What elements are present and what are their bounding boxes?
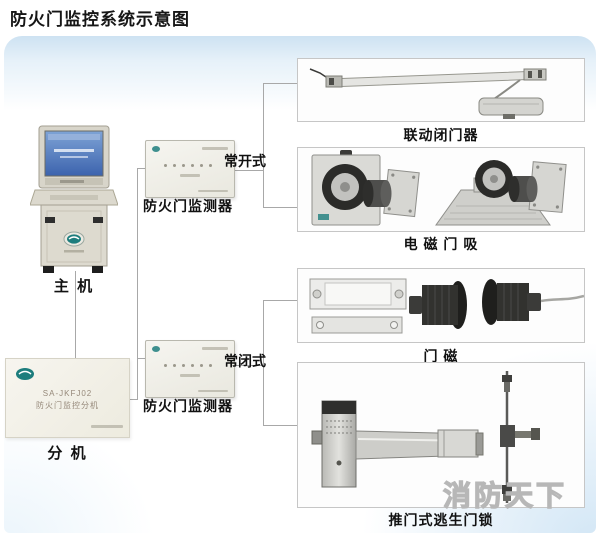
door-closer-caption: 联动闭门器	[403, 127, 479, 143]
monitor-button	[180, 374, 200, 377]
connector-host-to-extension	[75, 271, 76, 358]
monitor-button	[180, 174, 200, 177]
connector-trunk-to-monitor-top	[137, 168, 146, 169]
exit-lock-panel	[297, 362, 585, 508]
monitor-top-label: 防火门监测器	[143, 198, 233, 214]
extension-model-text: SA-JKFJ02	[42, 388, 93, 398]
fire-door-monitor-top-photo	[145, 140, 235, 198]
extension-logo-icon	[16, 368, 34, 380]
connector-monitor-top-out	[233, 170, 263, 171]
monitor-header-text	[202, 147, 228, 150]
connector-to-door-closer	[263, 83, 297, 84]
connector-to-magnetic-holder	[263, 207, 297, 208]
monitor-logo-icon	[152, 346, 160, 352]
door-contact-caption: 门 磁	[423, 348, 459, 364]
page-title: 防火门监控系统示意图	[10, 10, 190, 29]
monitor-indicator-lights	[164, 364, 212, 367]
connector-riser-bottom	[263, 300, 264, 425]
door-closer-photo	[309, 68, 547, 119]
door-closer-panel	[297, 58, 585, 122]
monitor-fine-print	[198, 390, 228, 392]
monitor-bottom-label: 防火门监测器	[143, 398, 233, 414]
exit-lock-photo	[311, 371, 540, 503]
exit-lock-caption: 推门式逃生门锁	[388, 512, 494, 528]
connector-trunk-to-extension	[130, 399, 138, 400]
monitor-indicator-lights	[164, 164, 212, 167]
door-contact-panel	[297, 268, 585, 343]
connector-to-door-contact	[263, 300, 297, 301]
watermark-text: 消防天下	[442, 479, 568, 511]
monitor-logo-icon	[152, 146, 160, 152]
host-cabinet-photo	[30, 125, 118, 273]
magnetic-holder-panel	[297, 147, 585, 232]
fire-door-monitor-bottom-photo	[145, 340, 235, 398]
connector-monitor-bottom-out	[233, 365, 263, 366]
host-cabinet-graphic	[30, 125, 118, 273]
connector-trunk-to-monitor-bottom	[137, 358, 146, 359]
connector-riser-top	[263, 83, 264, 207]
extension-fine-print	[91, 425, 123, 428]
extension-panel-photo: SA-JKFJ02 防火门监控分机	[5, 358, 130, 438]
magnetic-holder-photo	[311, 150, 567, 226]
connector-trunk-vertical	[137, 168, 138, 400]
monitor-fine-print	[198, 190, 228, 192]
extension-name-text: 防火门监控分机	[36, 401, 99, 411]
magnetic-holder-caption: 电 磁 门 吸	[403, 236, 479, 252]
extension-caption: 分 机	[47, 445, 88, 462]
host-caption: 主 机	[53, 278, 95, 295]
connector-to-exit-lock	[263, 425, 297, 426]
door-contact-photo	[309, 278, 584, 334]
monitor-header-text	[202, 347, 228, 350]
mode-normally-open-label: 常开式	[224, 153, 266, 169]
mode-normally-closed-label: 常闭式	[224, 353, 266, 369]
